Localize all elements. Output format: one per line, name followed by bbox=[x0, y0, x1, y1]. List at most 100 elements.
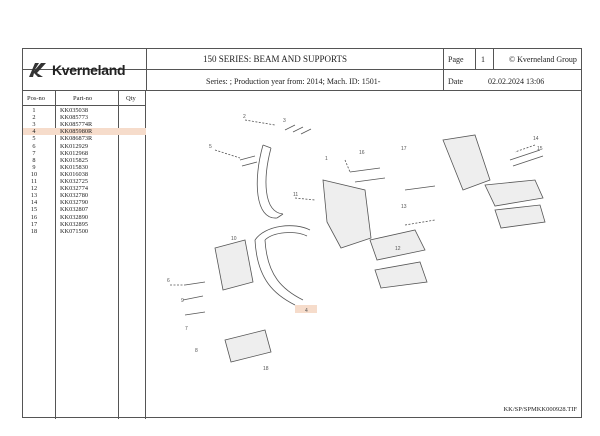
callout-label: 4 bbox=[305, 308, 308, 314]
pos-no: 3 bbox=[32, 121, 36, 129]
page-title: 150 SERIES: BEAM AND SUPPORTS bbox=[203, 54, 347, 64]
part-no: KK085774R bbox=[60, 121, 93, 129]
pos-no: 11 bbox=[30, 178, 38, 185]
pos-no: 1 bbox=[32, 107, 36, 114]
date-label: Date bbox=[448, 77, 464, 86]
part-no: KK085773 bbox=[60, 114, 88, 122]
callout-label: 12 bbox=[395, 246, 401, 252]
table-row: 8 KK015825 bbox=[23, 157, 146, 164]
column-divider bbox=[118, 91, 119, 419]
callout-label: 11 bbox=[293, 192, 298, 198]
part-no: KK032790 bbox=[60, 199, 88, 207]
table-row: 1 KK035038 bbox=[23, 107, 146, 114]
part-no: KK015825 bbox=[60, 156, 88, 164]
clamp-plate bbox=[494, 204, 546, 229]
highlighted-callout bbox=[295, 305, 317, 313]
header-row-2 bbox=[23, 70, 581, 91]
table-header-rule bbox=[23, 105, 146, 106]
bolt-set bbox=[182, 281, 206, 316]
table-row: 11 KK032725 bbox=[23, 178, 146, 185]
header-divider bbox=[443, 49, 444, 91]
part-no: KK016038 bbox=[60, 170, 88, 178]
bolt-set bbox=[349, 167, 436, 191]
pos-no: 9 bbox=[32, 163, 36, 171]
table-row: 12 KK032774 bbox=[23, 185, 146, 192]
beam-lower-part bbox=[254, 225, 311, 241]
bolt-set bbox=[239, 155, 258, 167]
callout-label: 14 bbox=[533, 136, 539, 142]
part-no: KK035038 bbox=[60, 107, 88, 114]
callout-label: 13 bbox=[401, 204, 407, 210]
page-number: 1 bbox=[481, 55, 485, 64]
bolt-set bbox=[509, 149, 544, 167]
header-divider bbox=[475, 49, 476, 70]
beam-part bbox=[256, 144, 284, 219]
clamp-plate bbox=[484, 179, 544, 207]
file-code: KK/SP/SPMKK000928.TIF bbox=[503, 406, 577, 413]
pos-no: 4 bbox=[32, 128, 36, 136]
pos-no: 7 bbox=[32, 149, 36, 157]
pos-no: 17 bbox=[30, 220, 38, 228]
callout-label: 18 bbox=[263, 366, 269, 372]
header-row-1 bbox=[23, 49, 581, 70]
leader-lines bbox=[170, 119, 536, 286]
part-no: KK032890 bbox=[60, 213, 88, 221]
pos-no: 5 bbox=[32, 135, 36, 143]
part-no: KK032774 bbox=[60, 185, 88, 193]
table-row: 13 KK032780 bbox=[23, 192, 146, 199]
pos-no: 2 bbox=[32, 114, 36, 122]
beam-lower-part bbox=[254, 239, 304, 306]
support-plate bbox=[369, 229, 426, 261]
callout-label: 16 bbox=[359, 150, 365, 156]
beam-part bbox=[262, 144, 284, 219]
part-no: KK086873R bbox=[60, 135, 93, 143]
table-row: 6 KK012929 bbox=[23, 143, 146, 150]
part-no: KK032780 bbox=[60, 192, 88, 200]
column-header-part: Part-no bbox=[73, 95, 93, 102]
pos-no: 8 bbox=[32, 156, 36, 164]
date-value: 02.02.2024 13:06 bbox=[488, 77, 545, 86]
table-row: 10 KK016038 bbox=[23, 171, 146, 178]
callout-label: 1 bbox=[325, 156, 328, 162]
bracket-plate bbox=[322, 179, 372, 249]
table-row: 2 KK085773 bbox=[23, 114, 146, 121]
callout-label: 17 bbox=[401, 146, 407, 152]
callout-label: 9 bbox=[181, 298, 184, 304]
support-plate bbox=[374, 261, 428, 289]
header-divider bbox=[146, 49, 147, 91]
pos-no: 12 bbox=[30, 185, 38, 193]
column-divider bbox=[55, 91, 56, 419]
callout-label: 10 bbox=[231, 236, 237, 242]
pos-no: 15 bbox=[30, 206, 38, 214]
pos-no: 10 bbox=[30, 170, 38, 178]
page-label: Page bbox=[448, 55, 464, 64]
copyright: © Kverneland Group bbox=[509, 55, 577, 64]
callout-label: 5 bbox=[209, 144, 212, 150]
callout-label: 15 bbox=[537, 146, 543, 152]
base-plate bbox=[224, 329, 272, 363]
header-divider bbox=[493, 49, 494, 70]
brand-name: Kverneland bbox=[52, 62, 126, 78]
pos-no: 18 bbox=[30, 227, 38, 235]
pos-no: 13 bbox=[30, 192, 38, 200]
part-no: KK032895 bbox=[60, 220, 88, 228]
callout-label: 3 bbox=[283, 118, 286, 124]
brand-logo: Kverneland bbox=[27, 55, 126, 85]
table-row: 9 KK015830 bbox=[23, 164, 146, 171]
callout-label: 6 bbox=[167, 278, 170, 284]
table-row: 4 KK085980R bbox=[23, 128, 146, 136]
part-no: KK012929 bbox=[60, 142, 88, 150]
part-no: KK032725 bbox=[60, 178, 88, 185]
series-info: Series: ; Production year from: 2014; Ma… bbox=[206, 77, 381, 86]
pos-no: 6 bbox=[32, 142, 36, 150]
part-no: KK032807 bbox=[60, 206, 88, 214]
part-no: KK015830 bbox=[60, 163, 88, 171]
part-no: KK085980R bbox=[60, 128, 93, 136]
mount-plate bbox=[214, 239, 254, 291]
